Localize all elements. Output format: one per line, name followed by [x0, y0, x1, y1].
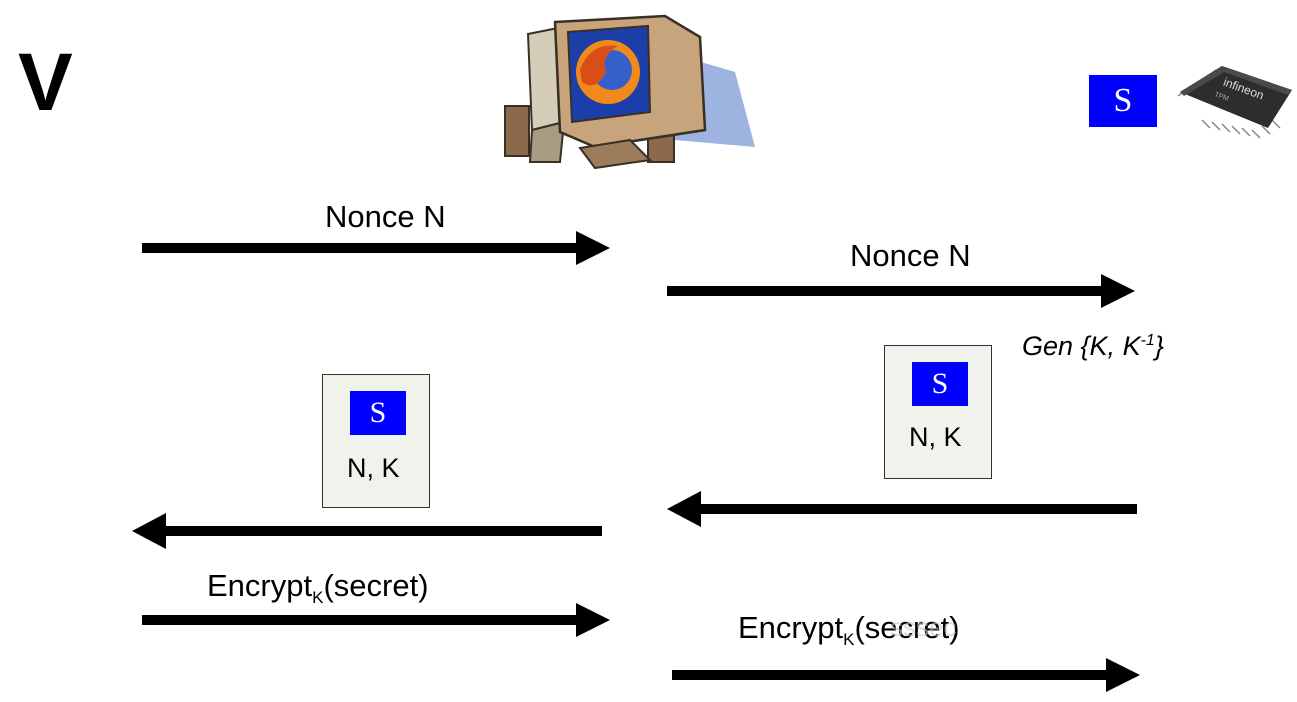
encrypt-arg-1: (secret)	[323, 568, 429, 603]
tpm-chip-model: TPM	[1213, 91, 1229, 103]
tpm-chip-icon: infineon TPM	[1177, 66, 1292, 139]
encrypt-label-2: EncryptK(secret)	[738, 612, 960, 648]
encrypt-key-1: K	[312, 588, 324, 607]
nonce-arrow-1	[142, 231, 610, 265]
encrypt-prefix-2: Encrypt	[738, 610, 844, 645]
signed-certificate-right: S N, K	[884, 345, 992, 479]
encrypt-prefix-1: Encrypt	[207, 568, 313, 603]
encrypt-label-1: EncryptK(secret)	[207, 570, 429, 606]
encrypt-key-2: K	[843, 630, 855, 649]
signature-box-right: S	[912, 362, 968, 406]
certificate-arrow-right	[667, 491, 1137, 527]
computer-icon	[504, 14, 755, 170]
encrypt-ghost-text: sssec	[890, 612, 957, 642]
gen-keys-inverse: -1	[1140, 332, 1155, 349]
certificate-content-right: N, K	[909, 422, 962, 452]
certificate-content-left: N, K	[347, 453, 400, 483]
encrypt-arg-2: (secret)	[854, 610, 960, 645]
verifier-label: V	[18, 37, 73, 128]
certificate-arrow-left	[132, 513, 602, 549]
signed-certificate-left: S N, K	[322, 374, 430, 508]
signature-box-left: S	[350, 391, 406, 435]
gen-keys-label: Gen {K, K-1}	[1022, 333, 1164, 360]
gen-keys-suffix: }	[1154, 331, 1164, 361]
gen-keys-prefix: Gen {K, K	[1022, 331, 1141, 361]
encrypt-arrow-2	[672, 658, 1140, 692]
tpm-signature-box: S	[1089, 75, 1157, 127]
nonce-label-1: Nonce N	[325, 199, 446, 234]
nonce-label-2: Nonce N	[850, 238, 971, 273]
encrypt-arrow-1	[142, 603, 610, 637]
nonce-arrow-2	[667, 274, 1135, 308]
